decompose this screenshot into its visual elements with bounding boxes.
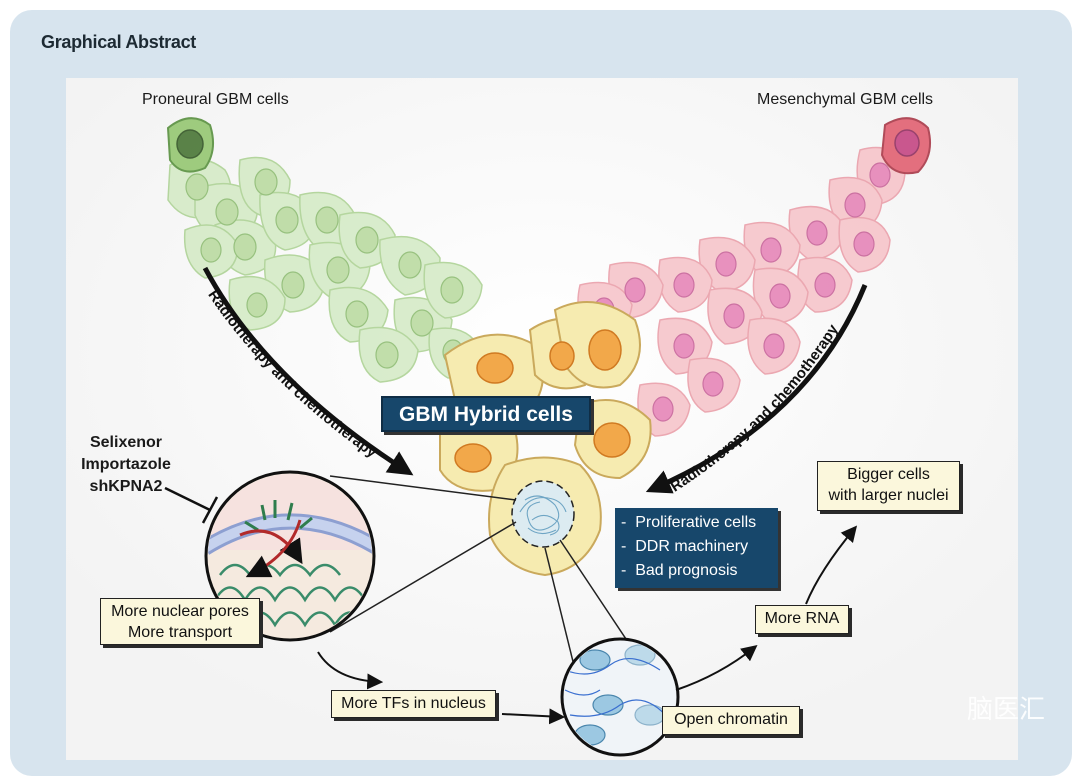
- bigger-cells-text: Bigger cells: [847, 466, 930, 483]
- nuclear-pores-box: More nuclear pores More transport: [100, 598, 260, 645]
- feature-item: - Bad prognosis: [621, 562, 738, 579]
- inhibitor-item: Importazole: [81, 456, 171, 473]
- larger-nuclei-text: with larger nuclei: [828, 487, 949, 504]
- chromatin-zoom: [560, 637, 680, 757]
- inhibitor-item: shKPNA2: [89, 478, 163, 495]
- inhibition-symbol: [164, 486, 219, 524]
- transport-text: More transport: [127, 624, 233, 641]
- inhibitor-item: Selixenor: [89, 434, 163, 451]
- hybrid-cells-label: GBM Hybrid cells: [381, 396, 591, 432]
- feature-item: - Proliferative cells: [621, 514, 757, 531]
- feature-item: - DDR machinery: [621, 538, 749, 555]
- nuclear-pores-text: More nuclear pores: [111, 603, 249, 620]
- more-rna-box: More RNA: [755, 605, 849, 634]
- panel-title: Graphical Abstract: [41, 32, 196, 52]
- hybrid-features-box: - Proliferative cells - DDR machinery - …: [615, 508, 778, 588]
- treatment-arrows: [202, 266, 868, 494]
- mesenchymal-cell-band: [577, 117, 931, 437]
- inhibitor-list: Selixenor Importazole shKPNA2: [66, 432, 186, 498]
- watermark-logo: 脑医汇: [966, 695, 1045, 725]
- bigger-cells-box: Bigger cells with larger nuclei: [817, 461, 960, 511]
- flow-arrows: [317, 525, 858, 725]
- proneural-cell-band: [166, 117, 483, 383]
- tfs-box: More TFs in nucleus: [331, 690, 496, 718]
- proneural-label: Proneural GBM cells: [142, 91, 289, 108]
- open-chromatin-box: Open chromatin: [662, 706, 800, 735]
- mesenchymal-label: Mesenchymal GBM cells: [757, 91, 934, 108]
- hybrid-cell-cluster: [439, 301, 652, 577]
